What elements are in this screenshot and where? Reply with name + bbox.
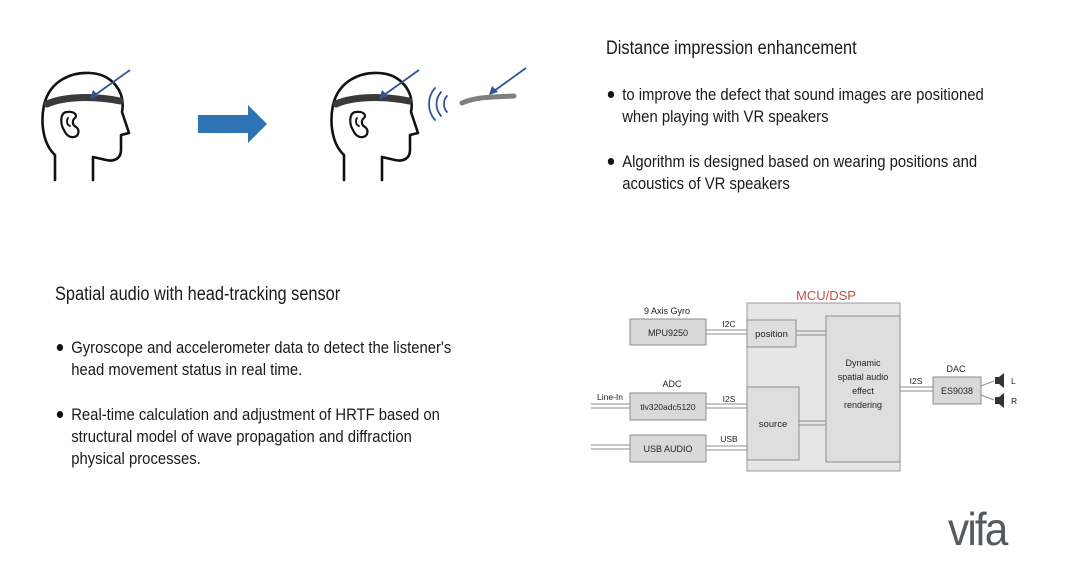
sound-wave-icon: [428, 87, 448, 121]
adc-chip-box: [629, 392, 707, 421]
mcu-title: MCU/DSP: [796, 288, 856, 303]
headband-2: [332, 94, 413, 108]
gyro-label: 9 Axis Gyro: [644, 306, 690, 316]
usb-chip-box: [629, 434, 707, 463]
speaker-left-icon: [995, 373, 1004, 388]
pointer-arrow-1: [90, 69, 131, 99]
line-in-label: Line-In: [597, 392, 623, 402]
pointer-arrow-3: [489, 67, 527, 95]
dac-chip-label: ES9038: [941, 386, 973, 396]
distance-section-title: Distance impression enhancement: [606, 38, 857, 59]
spatial-section-title: Spatial audio with head-tracking sensor: [55, 284, 341, 305]
vifa-logo: vifa: [948, 503, 1008, 555]
i2s-in-label: I2S: [723, 394, 736, 404]
speaker-left-label: L: [1011, 376, 1016, 386]
speaker-right-label: R: [1011, 396, 1017, 406]
dac-chip-box: [932, 376, 982, 405]
i2c-label: I2C: [722, 319, 735, 329]
transition-arrow-icon: [198, 105, 267, 143]
distance-bullet-list: to improve the defect that sound images …: [606, 84, 1046, 218]
position-label: position: [755, 329, 788, 340]
gyro-chip-label: MPU9250: [648, 328, 688, 338]
speaker-right-icon: [995, 393, 1004, 408]
head-icon-2: [330, 71, 420, 182]
gyro-chip-box: [629, 318, 707, 346]
adc-chip-label: tlv320adc5120: [640, 402, 696, 412]
adc-label: ADC: [662, 379, 682, 389]
distance-bullet-2: Algorithm is designed based on wearing p…: [606, 151, 1002, 195]
i2s-out-label: I2S: [910, 376, 923, 386]
distance-bullet-1: to improve the defect that sound images …: [606, 84, 1002, 128]
usb-chip-label: USB AUDIO: [643, 444, 692, 454]
spatial-bullet-1: Gyroscope and accelerometer data to dete…: [55, 337, 469, 381]
spatial-bullet-list: Gyroscope and accelerometer data to dete…: [55, 337, 515, 493]
rendering-line-1: Dynamic: [845, 358, 881, 368]
head-icon-1: [41, 71, 131, 182]
dac-label: DAC: [946, 364, 966, 374]
vr-speaker-icon: [459, 93, 517, 106]
source-box: [746, 386, 800, 461]
rendering-line-3: effect: [852, 386, 874, 396]
rendering-line-2: spatial audio: [838, 372, 889, 382]
usb-label: USB: [720, 434, 738, 444]
rendering-box: [825, 315, 901, 463]
position-box: [746, 319, 797, 348]
source-label: source: [759, 419, 788, 430]
headband-1: [43, 94, 124, 108]
internal-connectors: [796, 330, 826, 426]
spatial-bullet-2: Real-time calculation and adjustment of …: [55, 404, 469, 470]
rendering-line-4: rendering: [844, 400, 882, 410]
pointer-arrow-2: [379, 69, 420, 99]
